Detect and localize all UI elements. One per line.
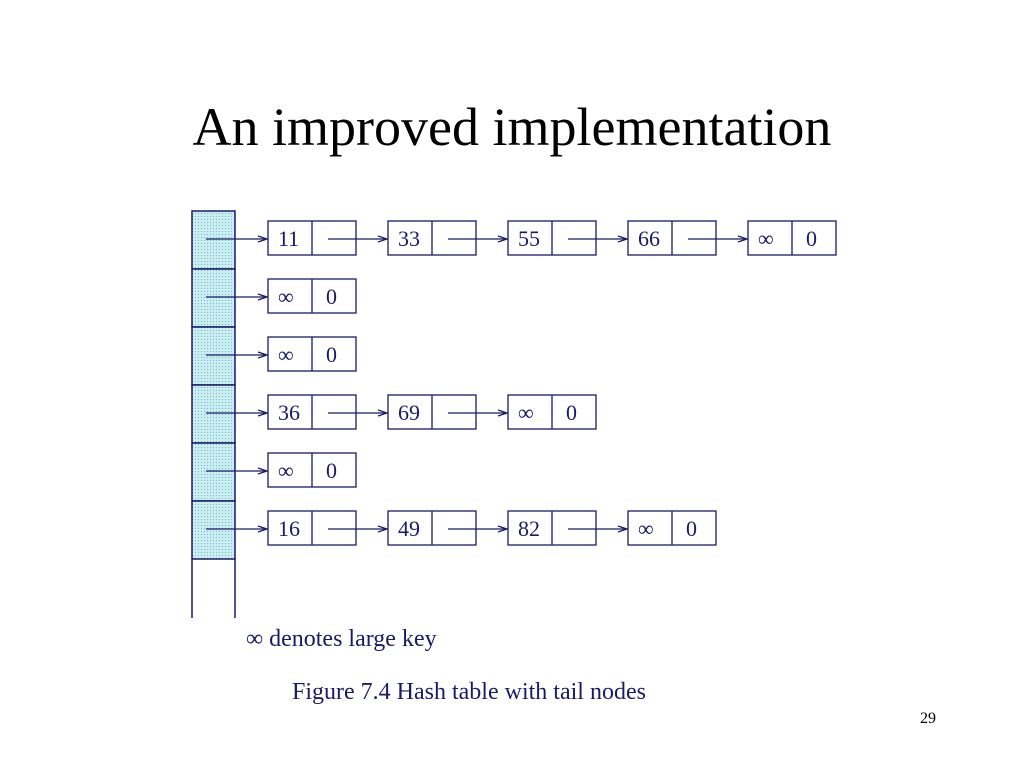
list-node: 36 <box>267 394 357 430</box>
next-pointer-arrow-head <box>497 235 510 243</box>
next-pointer-arrow-head <box>497 525 510 533</box>
node-next-null: 0 <box>566 400 577 425</box>
bucket-pointer-arrow-head <box>257 293 270 301</box>
list-node: ∞0 <box>267 452 357 488</box>
next-pointer-arrow-head <box>377 525 390 533</box>
node-next-null: 0 <box>806 226 817 251</box>
node-key: 33 <box>398 226 420 251</box>
bucket-cell <box>191 268 236 328</box>
next-pointer-arrow-head <box>377 409 390 417</box>
list-node: ∞0 <box>267 278 357 314</box>
list-node: ∞0 <box>507 394 597 430</box>
list-node: ∞0 <box>267 336 357 372</box>
bucket-cell <box>191 326 236 386</box>
list-node: 11 <box>267 220 357 256</box>
figure-caption: Figure 7.4 Hash table with tail nodes <box>292 679 646 705</box>
node-key: 49 <box>398 516 420 541</box>
list-node: 66 <box>627 220 717 256</box>
list-node: ∞0 <box>747 220 837 256</box>
bucket-cell <box>191 500 236 560</box>
list-node: 55 <box>507 220 597 256</box>
node-next-null: 0 <box>326 284 337 309</box>
bucket-cell <box>191 442 236 502</box>
node-next-null: 0 <box>326 342 337 367</box>
bucket-pointer-arrow-head <box>257 467 270 475</box>
bucket-pointer-arrow-head <box>257 235 270 243</box>
page-number: 29 <box>920 710 936 727</box>
bucket-cell <box>191 384 236 444</box>
slide-title: An improved implementation <box>192 97 832 157</box>
bucket-pointer-arrow-head <box>257 409 270 417</box>
node-key: ∞ <box>278 284 294 309</box>
bucket-cell <box>191 210 236 270</box>
node-next-null: 0 <box>686 516 697 541</box>
node-key: 66 <box>638 226 660 251</box>
next-pointer-arrow-head <box>617 235 630 243</box>
list-node: 49 <box>387 510 477 546</box>
list-node: ∞0 <box>627 510 717 546</box>
next-pointer-arrow-head <box>377 235 390 243</box>
node-key: 16 <box>278 516 300 541</box>
next-pointer-arrow-head <box>617 525 630 533</box>
node-key: 82 <box>518 516 540 541</box>
node-key: ∞ <box>278 458 294 483</box>
bucket-pointer-arrow-head <box>257 351 270 359</box>
node-key: ∞ <box>278 342 294 367</box>
node-key: 69 <box>398 400 420 425</box>
bucket-array <box>191 210 236 618</box>
node-key: 36 <box>278 400 300 425</box>
node-key: ∞ <box>638 516 654 541</box>
node-key: 55 <box>518 226 540 251</box>
bucket-pointer-arrow-head <box>257 525 270 533</box>
node-key: ∞ <box>518 400 534 425</box>
node-key: 11 <box>278 226 299 251</box>
list-node: 82 <box>507 510 597 546</box>
next-pointer-arrow-head <box>737 235 750 243</box>
list-node: 33 <box>387 220 477 256</box>
list-node: 16 <box>267 510 357 546</box>
legend-text: ∞ denotes large key <box>246 626 437 652</box>
next-pointer-arrow-head <box>497 409 510 417</box>
node-key: ∞ <box>758 226 774 251</box>
list-node: 69 <box>387 394 477 430</box>
node-next-null: 0 <box>326 458 337 483</box>
